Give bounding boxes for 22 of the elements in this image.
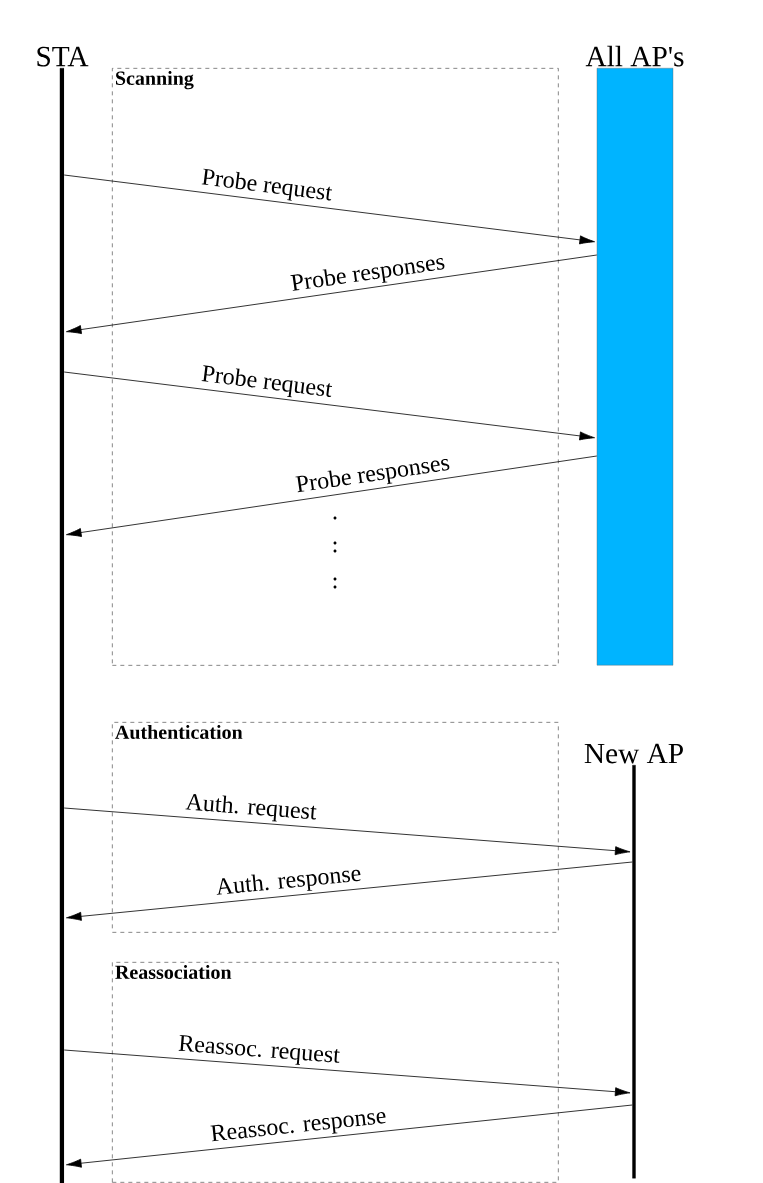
access-point-bar: All AP's <box>585 45 684 666</box>
node-label: All AP's <box>585 45 684 67</box>
message-arrow <box>63 371 595 441</box>
message-label: Auth. response <box>216 869 361 895</box>
message-label: Probe responses <box>295 458 450 493</box>
message-arrow <box>66 254 598 334</box>
message-label: Probe request <box>201 365 332 398</box>
message-arrow <box>66 1104 633 1168</box>
message-arrow <box>63 807 631 856</box>
lifeline: New AP <box>584 743 683 1179</box>
lifeline: STA <box>37 46 89 1183</box>
message-arrow <box>66 861 633 921</box>
node-label: New AP <box>584 743 683 764</box>
message-arrow <box>63 1049 631 1097</box>
message-label: Auth. request <box>185 794 317 822</box>
message-arrow <box>63 174 595 245</box>
message-label: Reassoc. response <box>210 1112 386 1142</box>
message-label: Probe request <box>201 168 332 201</box>
message-label: Probe responses <box>290 258 445 291</box>
node-label: STA <box>37 46 89 67</box>
message-arrow <box>66 455 598 537</box>
message-label: Reassoc. request <box>178 1034 340 1065</box>
